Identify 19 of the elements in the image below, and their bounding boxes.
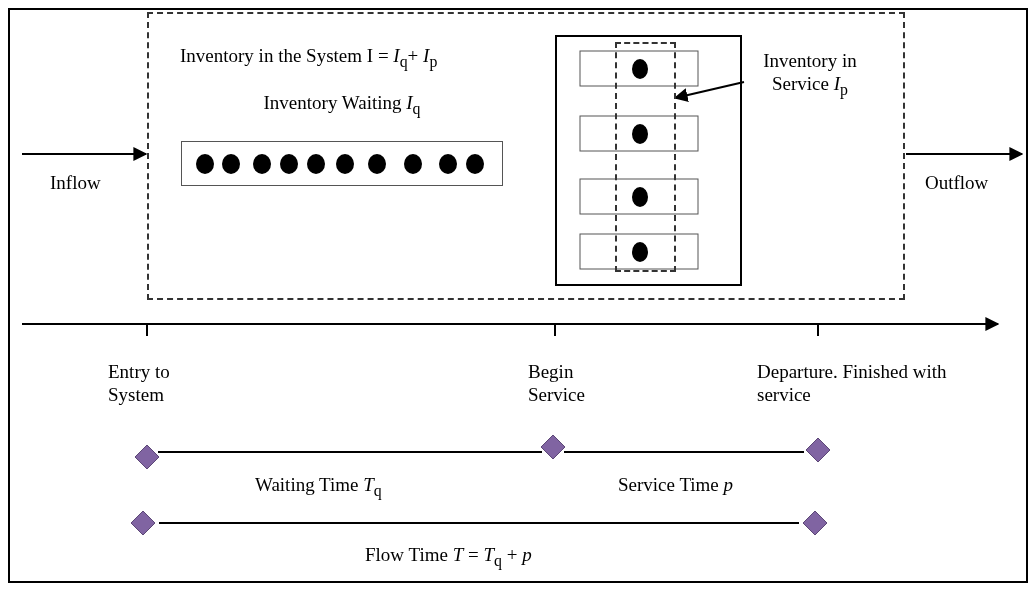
arrow xyxy=(905,147,1024,161)
diamond-marker xyxy=(135,445,159,469)
queue-heading: Inventory Waiting I$_{q}$ xyxy=(262,92,422,119)
arrow xyxy=(21,147,148,161)
diamond-marker xyxy=(803,511,827,535)
callout-text: Inventory in Service I$_{p}$ xyxy=(762,50,858,100)
arrow xyxy=(673,81,745,102)
diamond-marker xyxy=(806,438,830,462)
service-zone xyxy=(615,42,676,272)
timeline-label: Begin Service xyxy=(528,361,586,407)
connector-line xyxy=(157,451,543,453)
connector-line xyxy=(563,451,805,453)
diamond-marker xyxy=(541,435,565,459)
timeline-label: Departure. Finished with service xyxy=(757,361,948,407)
timeline-label: Entry to System xyxy=(108,361,171,407)
server-box xyxy=(555,35,742,286)
connector-line xyxy=(158,522,800,524)
diamond-marker xyxy=(131,511,155,535)
system-heading: Inventory in the System I = I$_{q}$+ I$_{p}$ xyxy=(180,45,438,72)
